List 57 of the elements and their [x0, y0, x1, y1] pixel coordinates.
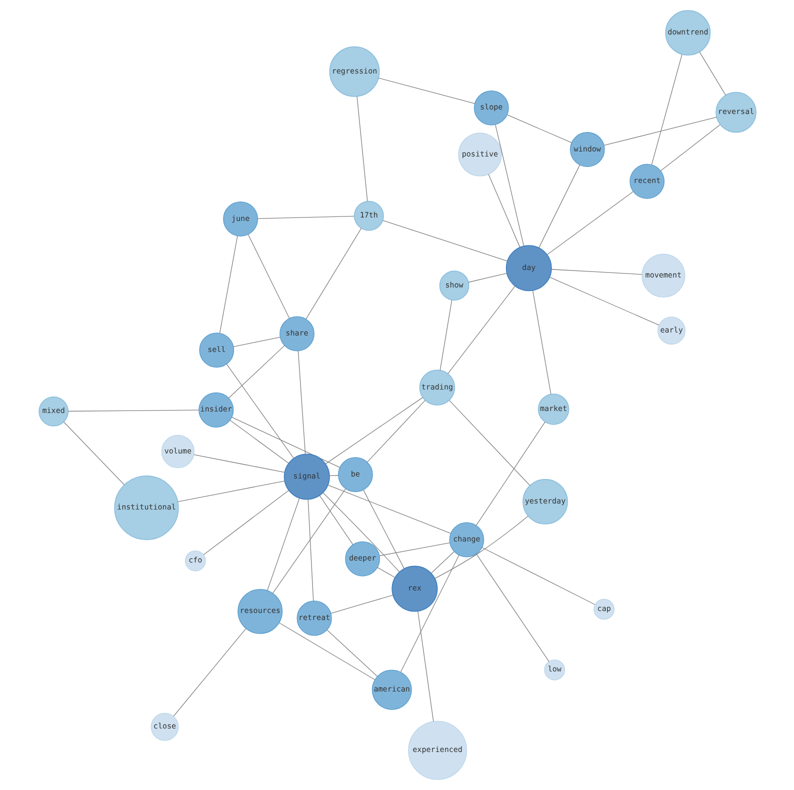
connector — [307, 499, 314, 602]
connector — [177, 480, 284, 502]
connector — [548, 276, 659, 326]
connector — [328, 475, 338, 476]
connector — [266, 498, 300, 591]
connector — [660, 124, 720, 172]
connector — [327, 484, 451, 534]
connector — [481, 547, 595, 605]
connector — [494, 124, 524, 246]
connector — [356, 96, 368, 202]
connector — [417, 610, 434, 722]
connector — [603, 116, 716, 146]
connector — [62, 422, 124, 486]
connector — [193, 454, 284, 473]
connector — [378, 542, 450, 556]
connector — [231, 416, 340, 468]
connector — [232, 336, 280, 348]
connector — [67, 410, 198, 412]
connector — [532, 290, 551, 395]
connector — [362, 490, 404, 569]
connector — [400, 554, 459, 672]
connector — [229, 420, 288, 464]
connector — [382, 220, 508, 262]
connector — [247, 234, 290, 319]
connector — [305, 228, 362, 320]
connector — [476, 554, 549, 662]
connector — [439, 300, 452, 370]
connector — [330, 594, 393, 614]
connector — [434, 516, 528, 579]
connector — [326, 630, 378, 677]
connector — [538, 164, 580, 248]
connector — [226, 364, 294, 458]
connector — [376, 567, 395, 578]
connector — [172, 628, 246, 717]
connector — [322, 492, 400, 572]
connector — [324, 397, 422, 464]
connector — [256, 216, 354, 219]
connector — [318, 495, 353, 545]
connector — [272, 488, 346, 594]
connector — [506, 114, 572, 144]
connector — [297, 350, 306, 454]
connector — [278, 622, 375, 680]
connector — [430, 551, 454, 574]
connector — [366, 400, 425, 462]
connector — [448, 400, 530, 486]
connector — [228, 345, 284, 398]
connector — [202, 490, 289, 556]
connector — [378, 78, 475, 104]
connector — [468, 272, 507, 283]
connector — [650, 54, 682, 166]
connector — [698, 52, 726, 96]
connector — [488, 174, 520, 248]
connector — [218, 236, 238, 334]
connector — [447, 286, 515, 374]
connector — [546, 191, 633, 255]
connector — [550, 269, 642, 275]
connector — [475, 422, 545, 526]
